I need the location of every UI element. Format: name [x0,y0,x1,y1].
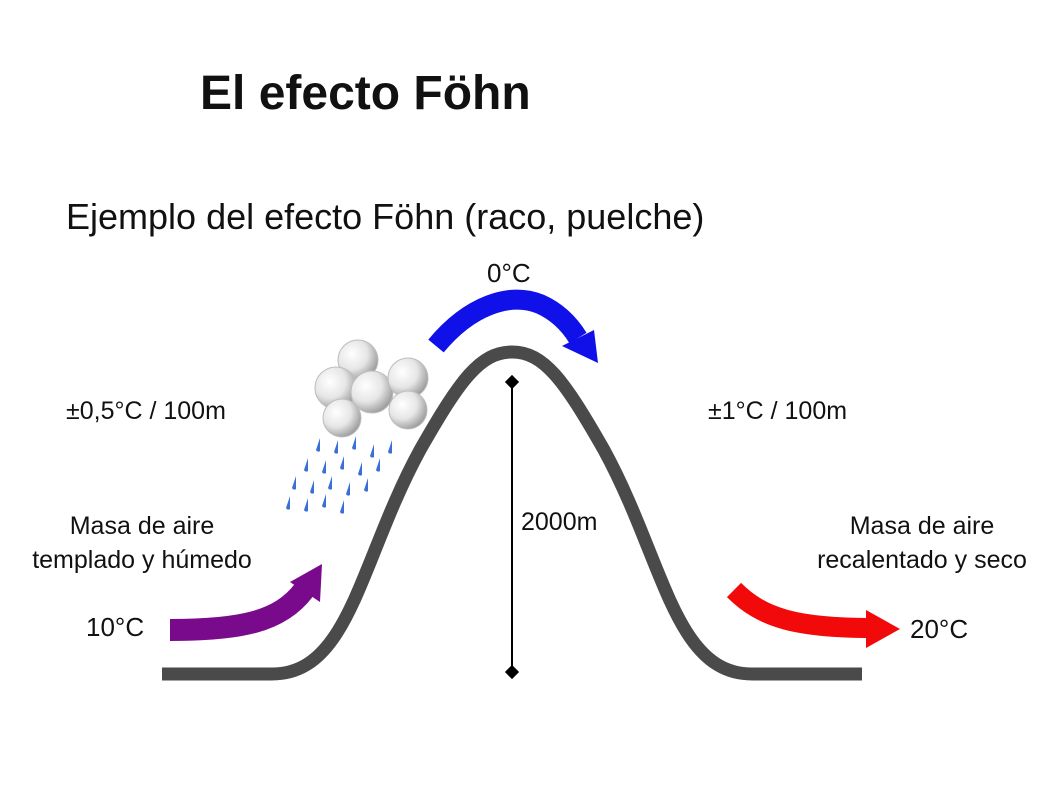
rain-drop [376,458,380,472]
rain-drop [304,498,308,512]
rain-drop [364,478,368,492]
rain-drop [340,500,344,514]
leeward-lapse-rate-label: ±1°C / 100m [708,397,848,425]
height-marker [504,374,520,680]
windward-base-temperature-label: 10°C [86,612,145,642]
rain-drop [358,462,362,476]
rain-drop [334,440,338,454]
summit-temperature-label: 0°C [487,258,531,288]
windward-air-mass-label: Masa de aire templado y húmedo [4,509,280,577]
rain-drop [286,496,290,510]
rain-drop [322,460,326,474]
windward-lapse-rate-label: ±0,5°C / 100m [66,397,226,425]
rain-drop [352,436,356,450]
rain-drop [328,476,332,490]
page-title: El efecto Föhn [200,67,531,120]
mountain-profile [162,345,862,681]
windward-air-mass-line2: templado y húmedo [32,546,252,574]
rain-drop [346,482,350,496]
rain-drop [292,476,296,490]
rain-drop [340,456,344,470]
rain-drop [322,494,326,508]
leeward-air-mass-line1: Masa de aire [849,512,995,540]
top-arrow [428,289,598,363]
mountain-height-label: 2000m [521,508,598,536]
leeward-air-mass-label: Masa de aire recalentado y seco [792,509,1052,577]
windward-air-mass-line1: Masa de aire [69,512,215,540]
cloud-icon [314,339,429,438]
left-arrow [169,564,322,641]
right-arrow [726,582,900,648]
subtitle: Ejemplo del efecto Föhn (raco, puelche) [66,196,705,237]
rain-drop [370,444,374,458]
rain-drop [388,440,392,454]
leeward-air-mass-line2: recalentado y seco [817,546,1027,574]
leeward-base-temperature-label: 20°C [910,614,969,644]
rain-drop [304,458,308,472]
rain-drops-icon [286,436,392,514]
rain-drop [310,480,314,494]
rain-drop [316,438,320,452]
